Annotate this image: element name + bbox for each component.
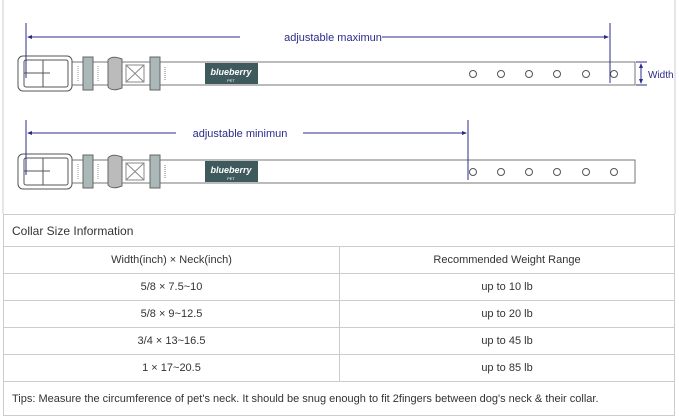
brand-logo-sub: PET	[227, 176, 235, 181]
header-weight: Recommended Weight Range	[339, 246, 675, 274]
collar-hole	[610, 168, 618, 176]
stitch-box	[125, 64, 145, 83]
header-size: Width(inch) × Neck(inch)	[3, 246, 340, 274]
width-arrow	[636, 61, 647, 86]
keeper-loop	[149, 56, 161, 91]
d-ring	[107, 154, 123, 189]
brand-logo	[205, 63, 258, 84]
collar-hole	[525, 168, 533, 176]
brand-logo-sub: PET	[227, 78, 235, 83]
d-ring	[107, 56, 123, 91]
brand-logo-text: blueberry	[210, 165, 252, 175]
brand-logo-text: blueberry	[210, 67, 252, 77]
weight-cell: up to 20 lb	[339, 300, 675, 328]
min-arrow	[25, 120, 469, 180]
table-header-row: Width(inch) × Neck(inch) Recommended Wei…	[3, 246, 675, 274]
collar-hole	[610, 70, 618, 78]
width-label: Width	[648, 70, 674, 81]
collar-hole	[525, 70, 533, 78]
size-cell: 5/8 × 7.5~10	[3, 273, 340, 301]
table-title: Collar Size Information	[3, 214, 675, 247]
collar-hole	[553, 168, 561, 176]
collar-hole	[469, 168, 477, 176]
brand-logo	[205, 161, 258, 182]
weight-cell: up to 10 lb	[339, 273, 675, 301]
weight-cell: up to 85 lb	[339, 354, 675, 382]
keeper-loop	[82, 56, 94, 91]
size-cell: 3/4 × 13~16.5	[3, 327, 340, 355]
max-label: adjustable maximun	[284, 32, 382, 44]
size-table: Collar Size Information Width(inch) × Ne…	[3, 214, 675, 416]
weight-cell: up to 45 lb	[339, 327, 675, 355]
collar-hole	[497, 168, 505, 176]
collar-hole	[497, 70, 505, 78]
keeper-loop	[149, 154, 161, 189]
size-cell: 1 × 17~20.5	[3, 354, 340, 382]
max-arrow	[25, 23, 611, 83]
collar-hole	[553, 70, 561, 78]
collar-hole	[582, 168, 590, 176]
min-label: adjustable minimun	[193, 128, 288, 140]
collar-hole	[469, 70, 477, 78]
collar-hole	[582, 70, 590, 78]
size-cell: 5/8 × 9~12.5	[3, 300, 340, 328]
keeper-loop	[82, 154, 94, 189]
stitch-box	[125, 162, 145, 181]
tips-text: Tips: Measure the circumference of pet's…	[3, 381, 675, 416]
